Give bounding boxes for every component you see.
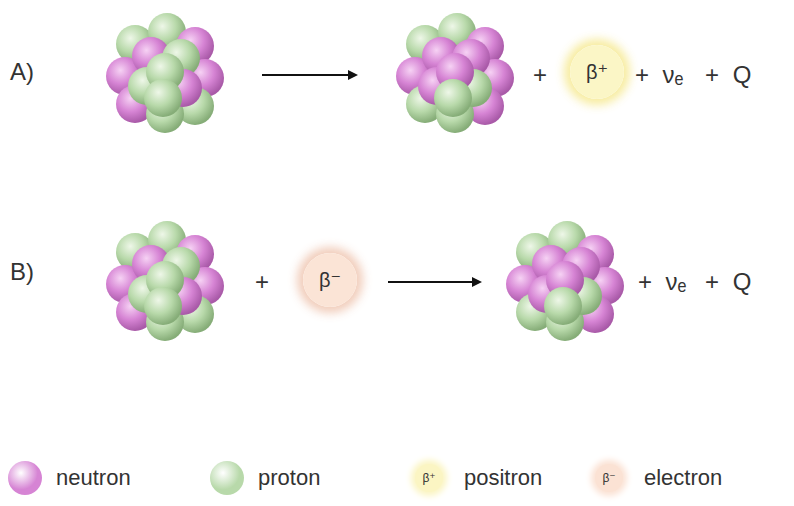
legend-entry: proton [210,461,320,495]
reaction-label: νₑ [663,63,684,87]
reaction-label: Q [733,63,752,87]
reaction-arrow [388,281,480,283]
legend-entry: β⁻ electron [592,461,722,495]
reaction-arrow [262,74,356,76]
particle-symbol: β⁺ [586,60,608,84]
legend-entry: neutron [8,461,131,495]
plus-sign: + [533,63,547,87]
legend-swatch [8,461,42,495]
reaction-label: Q [733,270,752,294]
reaction-label: A) [10,60,34,84]
legend-text: neutron [56,465,131,491]
parent-nucleus [106,13,224,133]
legend-swatch: β⁻ [595,464,623,492]
legend-text: proton [258,465,320,491]
reaction-label: νₑ [666,270,687,294]
daughter-nucleus [506,221,624,341]
legend-swatch: β⁺ [415,464,443,492]
plus-sign: + [705,270,719,294]
particle-circle: β⁺ [570,45,624,99]
plus-sign: + [635,63,649,87]
daughter-nucleus [396,13,514,133]
legend-swatch [210,461,244,495]
reaction-label: B) [10,260,34,284]
parent-nucleus [106,221,224,341]
swatch-symbol: β⁻ [602,471,615,485]
legend-text: electron [644,465,722,491]
legend-entry: β⁺ positron [412,461,542,495]
particle-symbol: β⁻ [319,268,341,292]
swatch-symbol: β⁺ [422,471,435,485]
plus-sign: + [638,270,652,294]
legend-text: positron [464,465,542,491]
particle-circle: β⁻ [303,253,357,307]
plus-sign: + [705,63,719,87]
plus-sign: + [255,270,269,294]
